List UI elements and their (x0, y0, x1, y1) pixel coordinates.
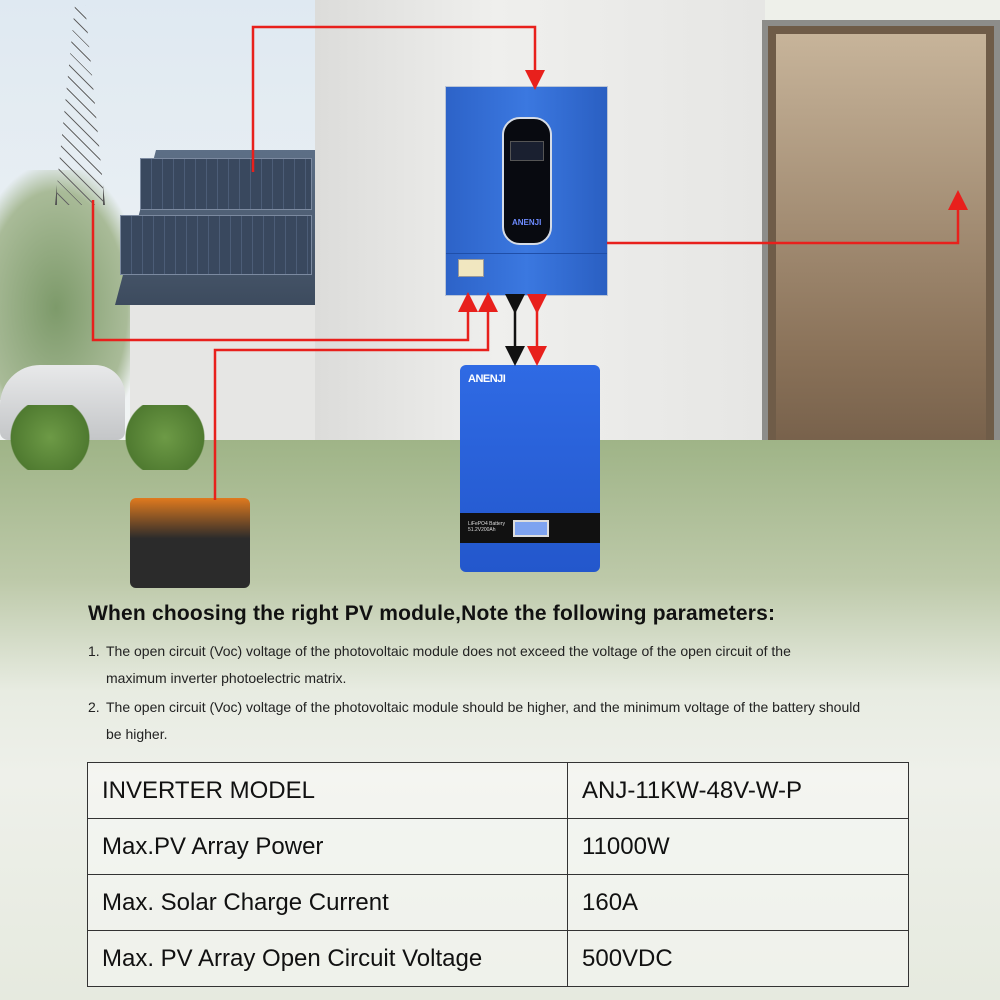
trees (0, 170, 140, 400)
bush (120, 405, 210, 470)
inverter-screen (510, 141, 544, 161)
generator (130, 498, 250, 588)
battery-label-line1: LiFePO4 Battery (468, 521, 505, 527)
note-number: 2. (88, 699, 100, 715)
note-text: The open circuit (Voc) voltage of the ph… (106, 643, 791, 686)
wiring-diagram (91, 25, 968, 500)
solar-panel (140, 158, 312, 210)
battery-band: LiFePO4 Battery 51.2V200Ah (460, 513, 600, 543)
battery: ANENJI LiFePO4 Battery 51.2V200Ah (460, 365, 600, 572)
inverter: ANENJI (445, 86, 608, 296)
spec-value: 160A (567, 874, 909, 931)
note-text: The open circuit (Voc) voltage of the ph… (106, 699, 861, 742)
battery-label-line2: 51.2V200Ah (468, 527, 496, 533)
battery-lcd (513, 520, 549, 537)
battery-logo: ANENJI (468, 373, 506, 385)
spec-label: Max. PV Array Open Circuit Voltage (87, 930, 568, 987)
page-heading: When choosing the right PV module,Note t… (88, 602, 776, 625)
load-wire (607, 190, 968, 245)
solar-panel (120, 215, 312, 275)
battery-label: LiFePO4 Battery 51.2V200Ah (468, 521, 518, 533)
inverter-logo: ANENJI (512, 218, 542, 227)
grid-wire (91, 200, 478, 342)
note-number: 1. (88, 643, 100, 659)
warning-label (458, 259, 484, 277)
spec-value: ANJ-11KW-48V-W-P (567, 762, 909, 819)
divider (446, 253, 607, 254)
generator-wire (213, 292, 498, 500)
spec-label: Max. Solar Charge Current (87, 874, 568, 931)
pv-wire (251, 25, 545, 172)
spec-value: 500VDC (567, 930, 909, 987)
note-item: 1. The open circuit (Voc) voltage of the… (88, 638, 888, 692)
spec-label: Max.PV Array Power (87, 818, 568, 875)
inverter-display-panel: ANENJI (502, 117, 552, 245)
spec-value: 11000W (567, 818, 909, 875)
bush (5, 405, 95, 470)
spec-label: INVERTER MODEL (87, 762, 568, 819)
note-item: 2. The open circuit (Voc) voltage of the… (88, 694, 888, 748)
